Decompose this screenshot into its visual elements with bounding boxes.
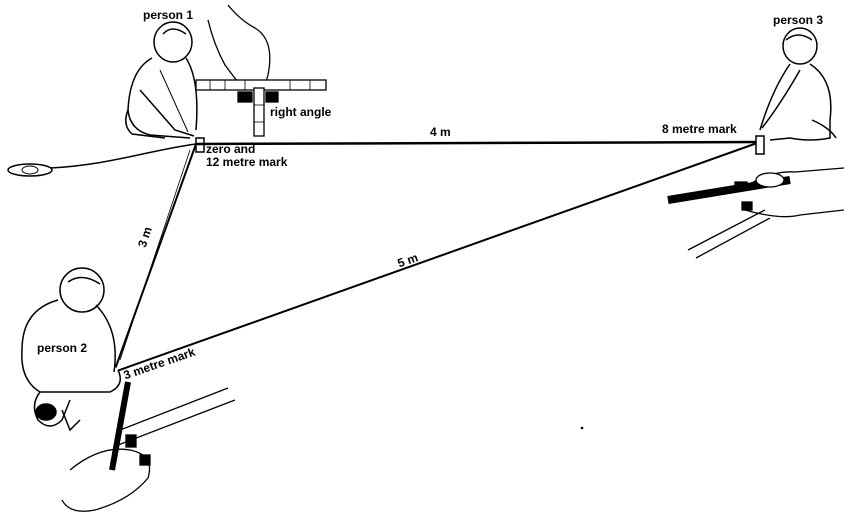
rope-4m [195, 140, 761, 146]
person-1-label: person 1 [143, 8, 194, 22]
four-m-label: 4 m [430, 125, 451, 139]
person-2-label: person 2 [37, 341, 88, 355]
right-angle-square [195, 137, 205, 153]
inset-hand-2 [61, 381, 236, 512]
inset-hand-1 [195, 4, 327, 137]
eight-metre-mark-label: 8 metre mark [662, 122, 737, 136]
zero-mark-label-line2: 12 metre mark [206, 155, 288, 169]
person-1-figure [125, 21, 198, 139]
rope-3m-inner [119, 149, 191, 361]
zero-mark-label-line1: zero and [206, 142, 256, 156]
rope-5m [113, 141, 761, 373]
inset-hand-3 [667, 167, 844, 259]
person-3-figure [755, 27, 837, 155]
rope-reel [7, 163, 53, 177]
person-3-label: person 3 [773, 13, 824, 27]
loose-rope [49, 143, 197, 169]
rope-3m [113, 143, 197, 373]
person-2-figure [21, 267, 121, 432]
right-angle-label: right angle [270, 105, 332, 119]
